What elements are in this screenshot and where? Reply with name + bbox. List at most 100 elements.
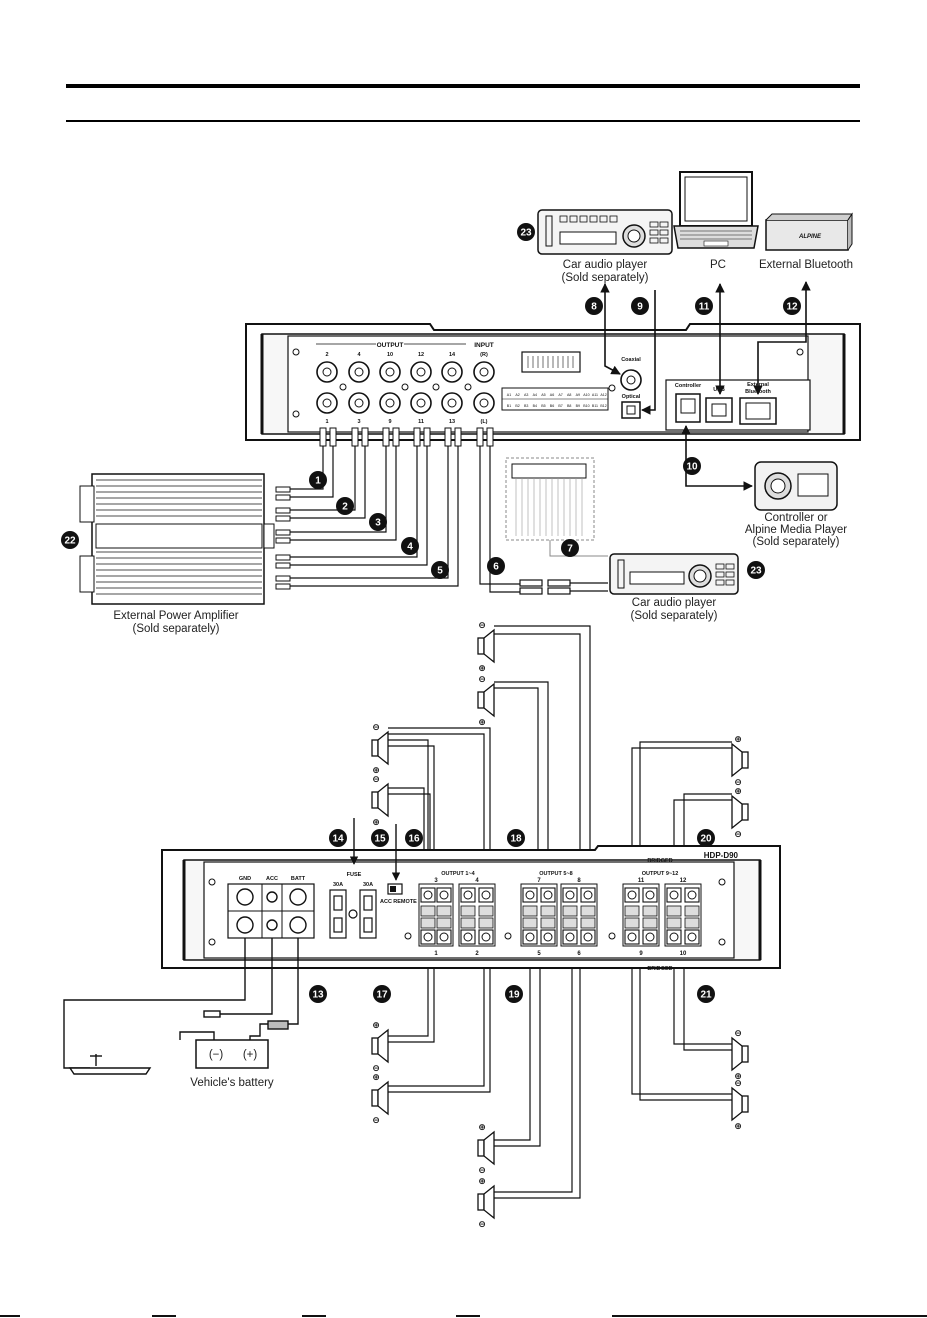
terminal-slot: [460, 905, 476, 917]
battery-label: Vehicle's battery: [190, 1077, 274, 1089]
gnd-label: GND: [239, 876, 251, 882]
pin-label: B7: [558, 404, 562, 408]
controller-port-label: Controller: [675, 383, 702, 389]
speaker-cone-icon: [377, 1080, 389, 1116]
terminal-slot: [666, 905, 682, 917]
car-audio-player-bottom-label: Car audio player: [632, 597, 717, 609]
terminal-screw-head: [669, 890, 679, 900]
pin-label: B9: [576, 404, 580, 408]
terminal-screw-head: [525, 890, 535, 900]
callout-number: 20: [700, 834, 712, 845]
polarity-icon: ⊕: [478, 1176, 486, 1186]
channel-bottom-label: 5: [537, 951, 541, 957]
acc-label: ACC: [266, 876, 278, 882]
car-audio-player-top-note: (Sold separately): [562, 272, 649, 284]
terminal-screw-head: [565, 932, 575, 942]
speaker-wire: [494, 944, 573, 1193]
callout-badge: [505, 985, 523, 1003]
vehicle-battery: [195, 1039, 269, 1069]
terminal-slot: [478, 905, 494, 917]
terminal-slot: [684, 905, 700, 917]
dsp-input-l: (L): [480, 419, 487, 425]
callout-badge: [371, 829, 389, 847]
controller-label-3: (Sold separately): [753, 536, 840, 548]
batt-label: BATT: [291, 876, 306, 882]
callout-number: 1: [315, 476, 321, 487]
pin-label: A6: [550, 393, 554, 397]
external-bluetooth-unit: ALPINE: [765, 212, 853, 251]
top-connection-lines: [600, 281, 811, 491]
speaker-wire: [683, 944, 732, 1051]
callout-number: 4: [407, 542, 413, 553]
terminal-screw-head: [687, 890, 697, 900]
output-group-3: OUTPUT 9~12: [642, 871, 679, 877]
svg-text:2: 2: [325, 352, 328, 358]
dsp-rca-jacks: [316, 361, 495, 414]
polarity-icon: ⊖: [372, 774, 380, 784]
polarity-icon: ⊖: [734, 777, 742, 787]
polarity-icon: ⊖: [734, 1078, 742, 1088]
speaker-wire: [388, 727, 491, 888]
dsp-output-title: OUTPUT: [377, 342, 404, 349]
speaker-cone-icon: [377, 730, 389, 766]
callout-badge: [336, 497, 354, 515]
speaker-wire: [388, 944, 491, 1093]
callout-badge: [329, 829, 347, 847]
callout-badge: [783, 297, 801, 315]
callout-number: 11: [699, 302, 710, 313]
svg-text:13: 13: [449, 419, 455, 425]
channel-top-label: 7: [537, 878, 541, 884]
polarity-icon: ⊖: [478, 1165, 486, 1175]
callout-badge: [405, 829, 423, 847]
terminal-screw-head: [543, 932, 553, 942]
terminal-slot: [460, 917, 476, 929]
callout-number: 2: [342, 502, 348, 513]
pin-label: B5: [541, 404, 545, 408]
speaker-wire: [494, 633, 581, 888]
speaker-cone-icon: [731, 794, 743, 830]
callout-number: 17: [376, 990, 388, 1001]
speaker-cone-icon: [483, 1184, 495, 1220]
terminal-screw-head: [565, 890, 575, 900]
optical-label: Optical: [622, 394, 641, 400]
channel-top-label: 11: [638, 878, 645, 884]
callout-badge: [683, 457, 701, 475]
callout-badge: [585, 297, 603, 315]
svg-text:9: 9: [388, 419, 391, 425]
controller-device: [754, 461, 838, 511]
pin-label: A3: [524, 393, 528, 397]
speaker-icon: [477, 1139, 485, 1157]
bridged-top: BRIDGED: [647, 858, 672, 864]
callout-number: 9: [637, 302, 643, 313]
terminal-screw-head: [463, 890, 473, 900]
callout-number: 6: [493, 562, 499, 573]
svg-text:12: 12: [418, 352, 424, 358]
speaker-icon: [741, 751, 749, 769]
coaxial-jack: [620, 369, 642, 391]
callout-number: 22: [64, 536, 76, 547]
terminal-slot: [624, 905, 640, 917]
speaker-wire: [639, 741, 732, 888]
power-wiring: [63, 938, 299, 1075]
speakers: ⊖⊕⊖⊕⊖⊕⊖⊕⊕⊖⊕⊖⊕⊖⊕⊖⊕⊖⊕⊖⊖⊕⊖⊕: [371, 620, 749, 1229]
dsp-input-title: INPUT: [474, 342, 494, 349]
car-audio-player-bottom: [609, 553, 739, 595]
header-rule-thick: [66, 84, 860, 88]
output-group-1: OUTPUT 1~4: [441, 871, 475, 877]
pin-label: A10: [583, 393, 589, 397]
terminal-slot: [684, 917, 700, 929]
terminal-screw-head: [669, 932, 679, 942]
terminal-slot: [562, 905, 578, 917]
callout-number: 16: [408, 834, 420, 845]
speaker-wire: [673, 944, 732, 1045]
speaker-icon: [371, 1089, 379, 1107]
pin-label: B2: [515, 404, 519, 408]
svg-text:11: 11: [418, 419, 424, 425]
callout-badge: [517, 223, 535, 241]
bridged-bottom: BRIDGED: [647, 966, 672, 972]
terminal-slot: [580, 917, 596, 929]
dsp-input-r: (R): [480, 352, 488, 358]
callout-badge: [697, 985, 715, 1003]
amp-model: HDP-D90: [704, 851, 739, 860]
callout-number: 5: [437, 566, 443, 577]
